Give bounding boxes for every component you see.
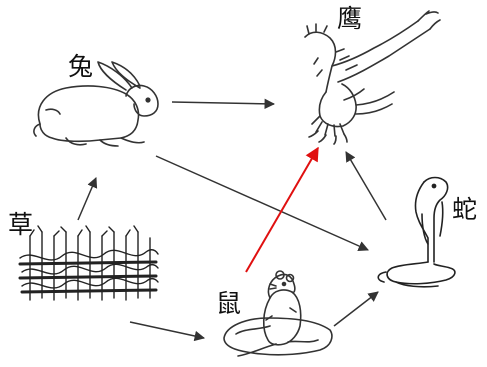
mouse-label: 鼠 <box>216 291 241 316</box>
arrow-grass-to-mouse <box>130 322 204 338</box>
arrow-rabbit-to-snake <box>156 156 368 250</box>
rabbit-drawing <box>34 62 158 146</box>
rabbit-label: 兔 <box>68 54 93 79</box>
arrow-rabbit-to-eagle <box>172 102 274 104</box>
snake-label: 蛇 <box>452 197 477 222</box>
arrow-snake-to-eagle <box>346 152 386 220</box>
grass-drawing <box>20 226 158 300</box>
eagle-label: 鹰 <box>337 6 362 31</box>
arrow-mouse-to-snake <box>334 292 378 326</box>
eagle-drawing <box>305 11 440 144</box>
arrow-mouse-to-eagle <box>246 148 318 272</box>
arrow-grass-to-rabbit <box>78 178 96 220</box>
grass-label: 草 <box>8 212 33 237</box>
snake-drawing <box>378 178 455 287</box>
